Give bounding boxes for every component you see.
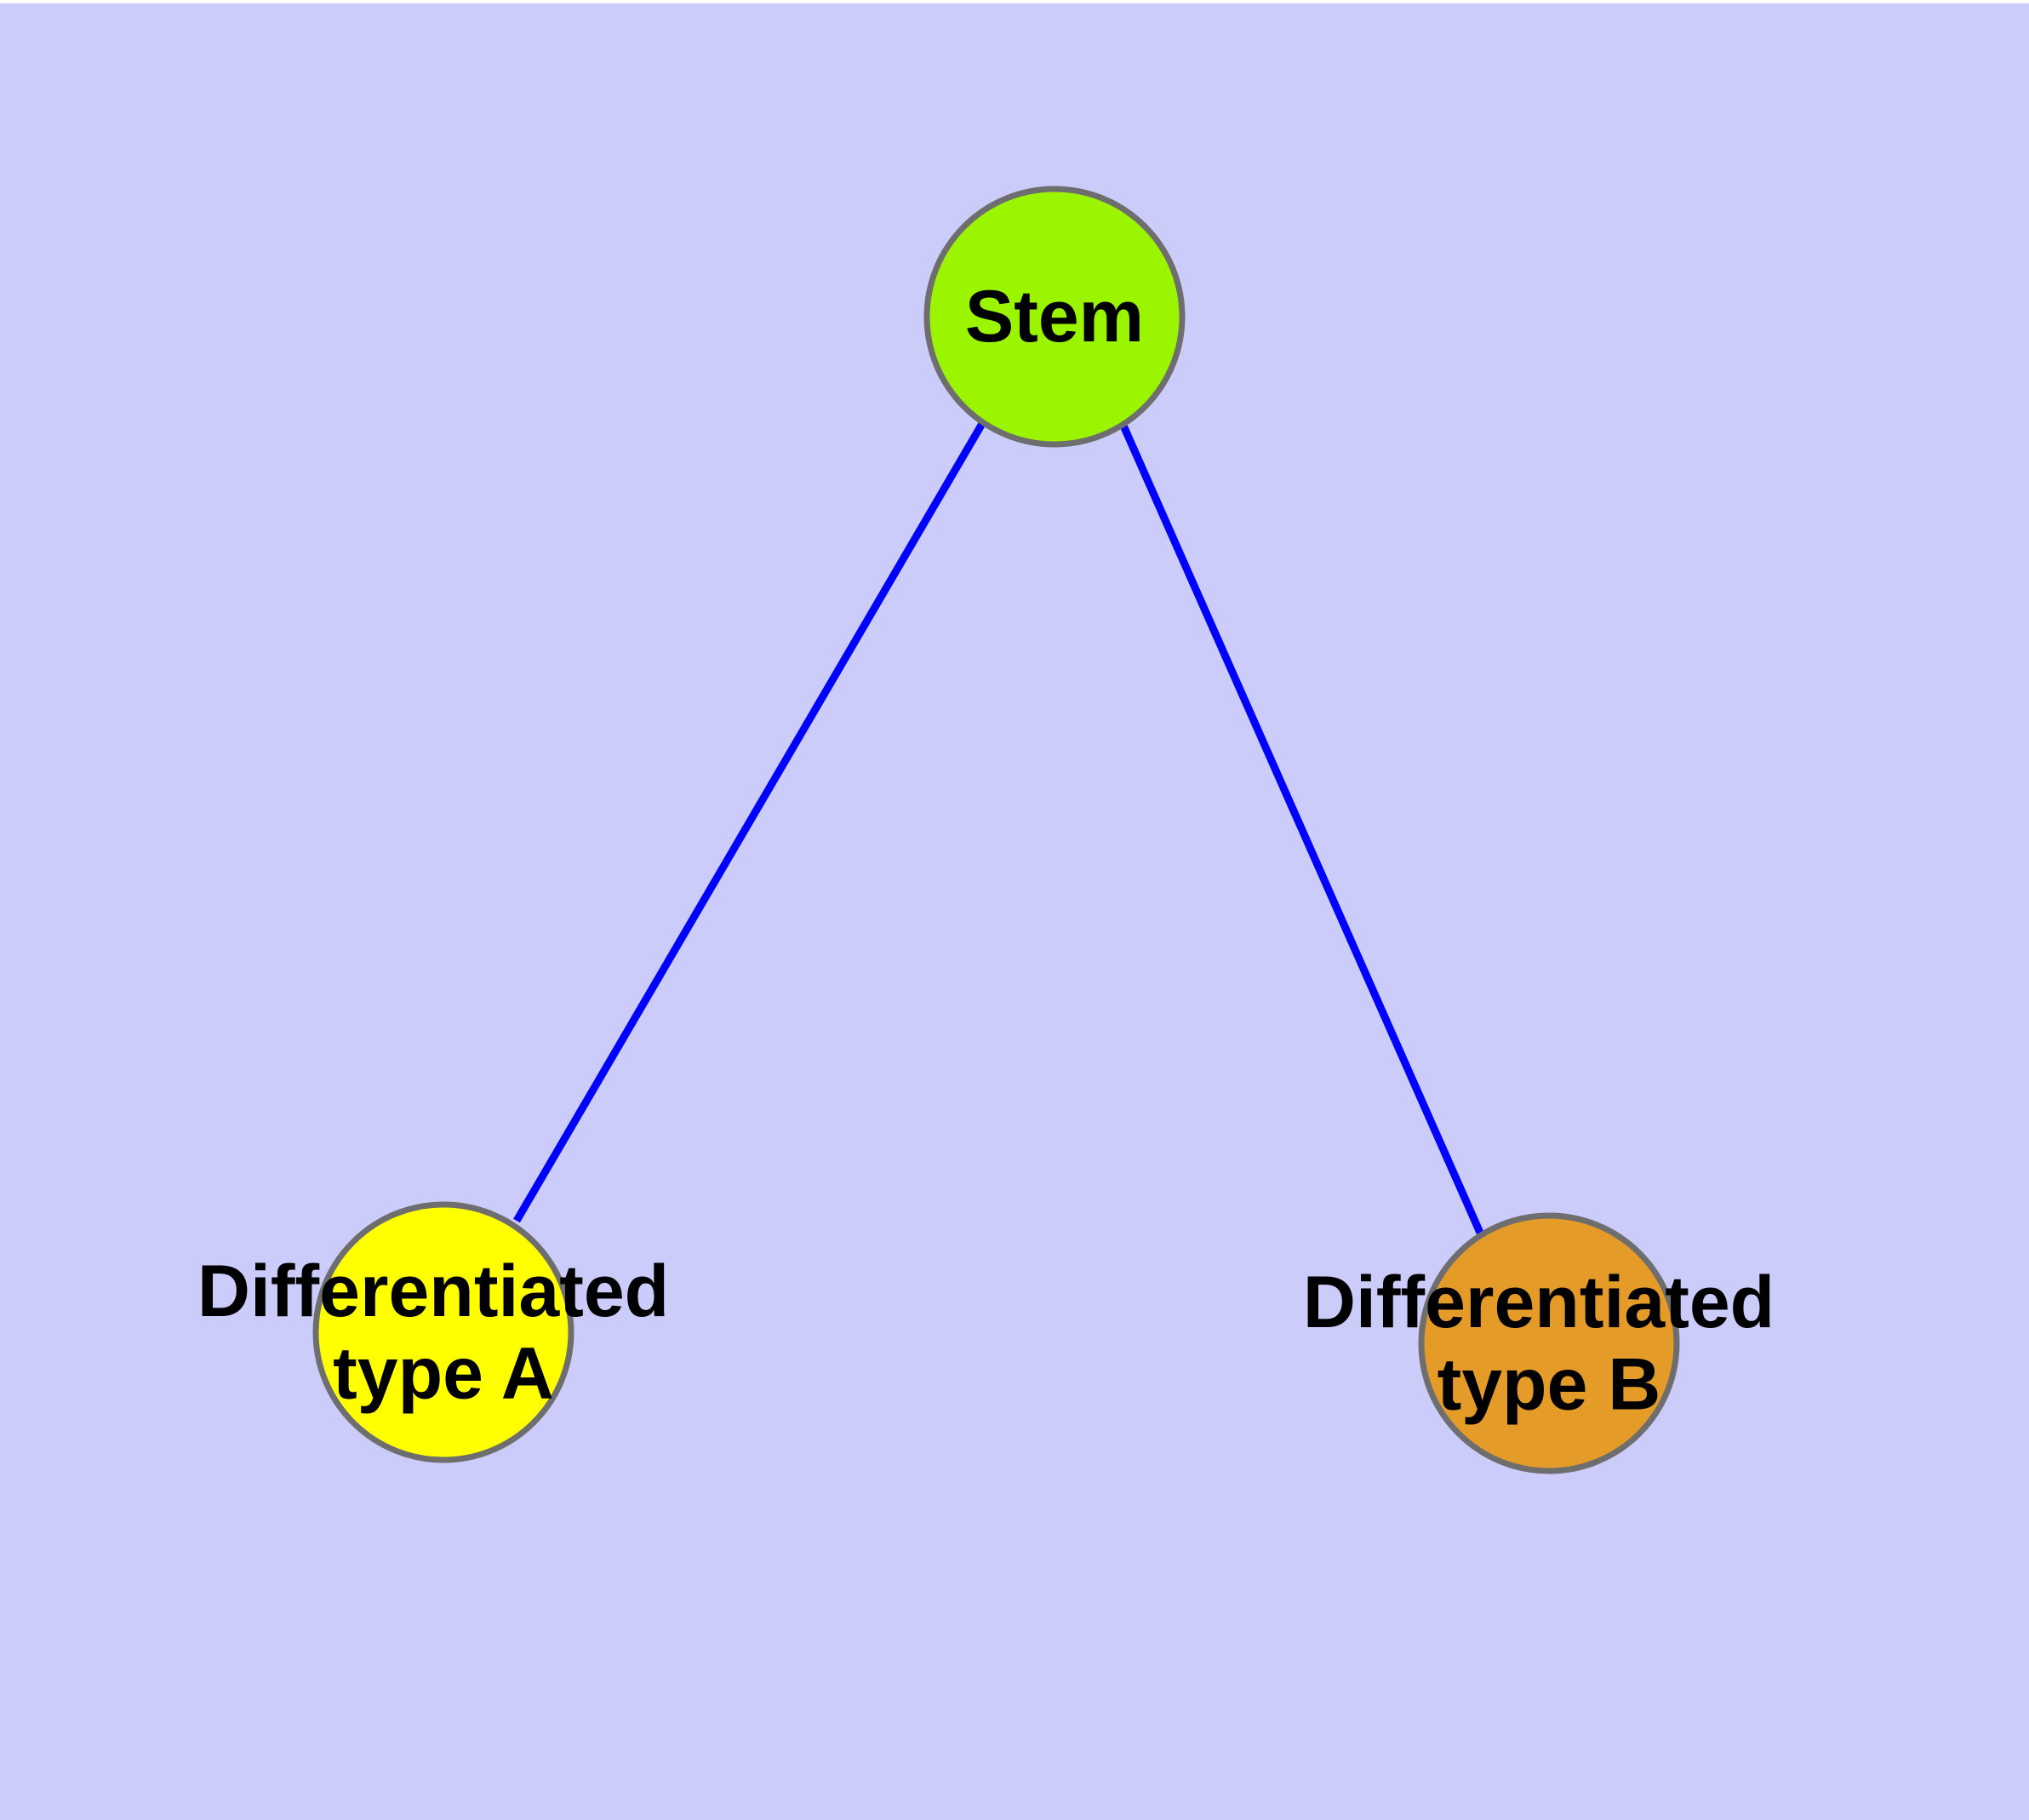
edge-stem-to-diff-a[interactable] <box>513 420 986 1223</box>
node-diff-b-label: Differentiated type B <box>1303 1262 1795 1425</box>
node-diff-b-label-line-1: Differentiated <box>1303 1262 1775 1343</box>
edge-stem-to-diff-b[interactable] <box>1119 424 1484 1234</box>
node-diff-a-label-line-2: type A <box>333 1332 554 1414</box>
labels-layer: Stem Differentiated type A Differentiate… <box>197 276 1795 1425</box>
node-stem[interactable] <box>923 186 1186 448</box>
node-diff-b-circle[interactable] <box>1418 1212 1680 1474</box>
node-diff-b[interactable] <box>1418 1212 1680 1474</box>
node-diff-a-label: Differentiated type A <box>197 1251 689 1414</box>
node-diff-a-circle[interactable] <box>312 1201 574 1463</box>
node-diff-a[interactable] <box>312 1201 574 1463</box>
node-diff-a-label-line-1: Differentiated <box>197 1251 669 1332</box>
node-stem-label-line-1: Stem <box>965 276 1144 358</box>
nodes-layer <box>312 186 1680 1474</box>
node-diff-b-label-line-2: type B <box>1437 1343 1661 1425</box>
edges-layer <box>513 420 1484 1234</box>
node-stem-circle[interactable] <box>923 186 1186 448</box>
node-stem-label: Stem <box>965 276 1144 358</box>
